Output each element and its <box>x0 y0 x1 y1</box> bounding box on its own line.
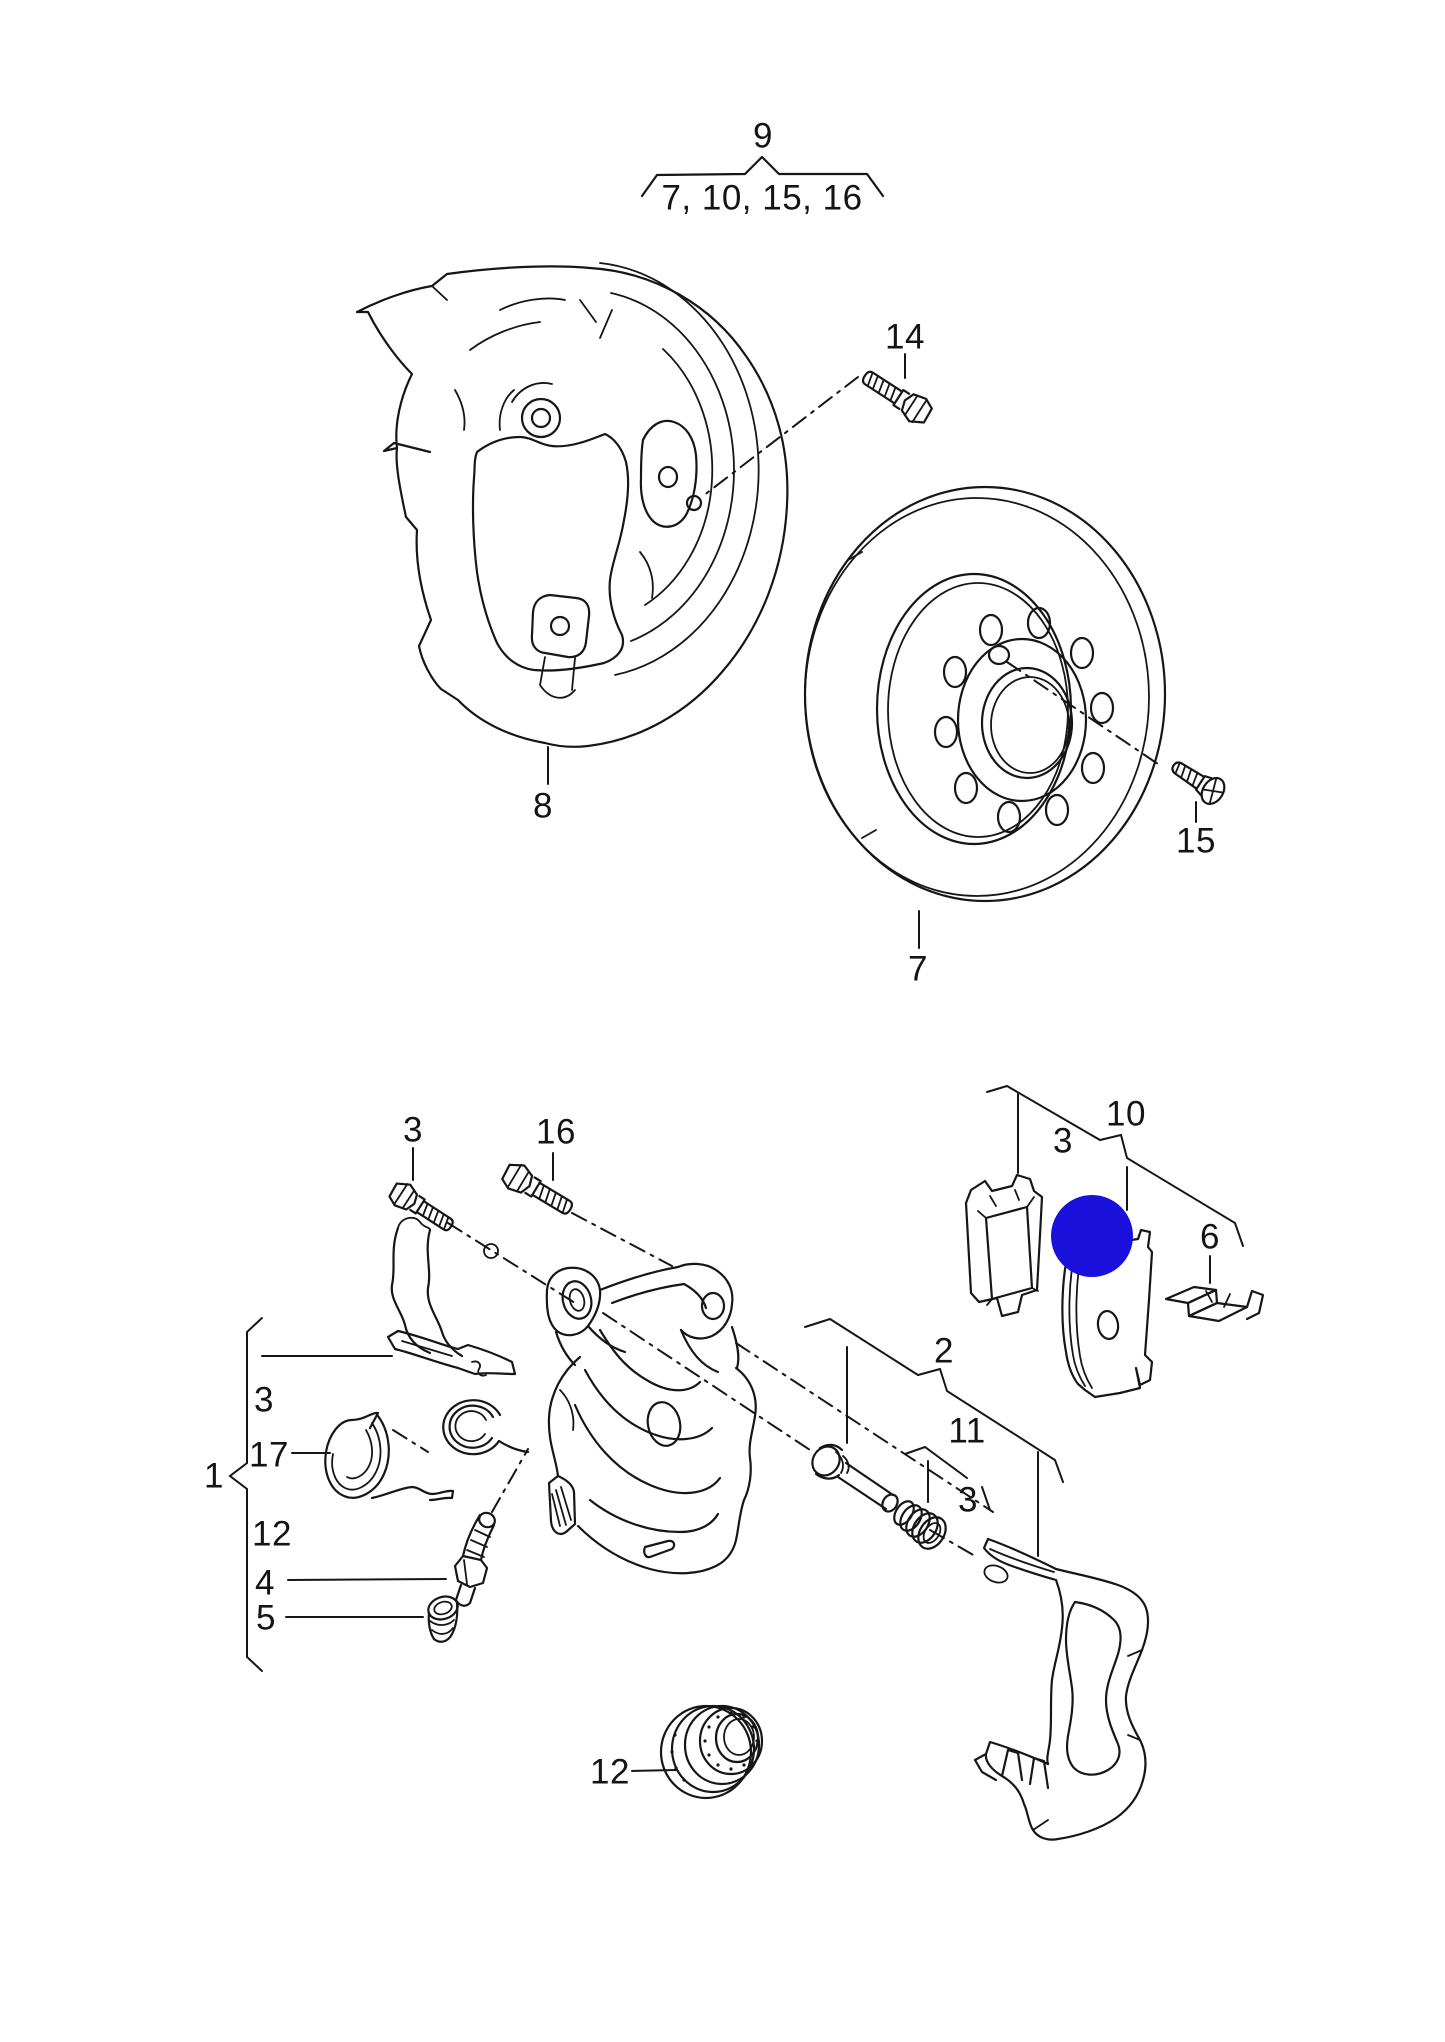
part-label-16[interactable]: 16 <box>536 1112 576 1152</box>
axis-spring-17 <box>393 1430 428 1452</box>
axis-screw-15 <box>1007 662 1158 764</box>
guide-pin-icon <box>807 1441 901 1514</box>
bracket-2-icon <box>805 1319 1063 1482</box>
part-label-3-boot[interactable]: 3 <box>958 1480 978 1520</box>
part-label-12-grommet[interactable]: 12 <box>590 1752 630 1792</box>
retaining-clip-icon <box>1166 1287 1263 1321</box>
part-label-3-lever[interactable]: 3 <box>254 1380 274 1420</box>
highlight-marker[interactable] <box>1051 1195 1133 1277</box>
brake-disc-drawing <box>805 487 1165 901</box>
part-label-12-seal[interactable]: 12 <box>252 1514 292 1554</box>
bracket-1-icon <box>230 1318 262 1671</box>
part-label-7[interactable]: 7 <box>908 949 928 989</box>
axis-guide-pin <box>448 1223 975 1556</box>
axis-bolt-16 <box>572 1213 993 1512</box>
part-label-10[interactable]: 10 <box>1106 1094 1146 1134</box>
leader-12-grommet <box>632 1770 676 1771</box>
part-label-14[interactable]: 14 <box>885 317 925 357</box>
part-label-6[interactable]: 6 <box>1200 1217 1220 1257</box>
part-label-15[interactable]: 15 <box>1176 821 1216 861</box>
axis-bleeder <box>492 1449 528 1512</box>
spring-17-icon <box>325 1413 453 1500</box>
part-label-3-bolt[interactable]: 3 <box>403 1110 423 1150</box>
part-label-17[interactable]: 17 <box>249 1435 289 1475</box>
brake-pad-inner-icon <box>966 1175 1042 1316</box>
part-label-3-pads[interactable]: 3 <box>1053 1121 1073 1161</box>
bleeder-screw-icon <box>455 1510 497 1605</box>
leader-4 <box>288 1579 446 1580</box>
part-label-1[interactable]: 1 <box>204 1456 224 1496</box>
bracket-11-icon <box>905 1447 990 1510</box>
caliper-drawing <box>388 1218 756 1574</box>
grommet-stipple <box>670 1711 759 1782</box>
group-bracket-icon <box>642 157 883 196</box>
part-label-8[interactable]: 8 <box>533 786 553 826</box>
part-label-5[interactable]: 5 <box>256 1598 276 1638</box>
part-label-group-list[interactable]: 7, 10, 15, 16 <box>661 178 863 218</box>
grommet-icon <box>661 1706 762 1798</box>
bleeder-cap-icon <box>425 1593 460 1642</box>
bracket-10-icon <box>987 1086 1243 1246</box>
part-label-11[interactable]: 11 <box>948 1411 986 1451</box>
caliper-carrier-drawing <box>975 1539 1148 1840</box>
part-label-9[interactable]: 9 <box>753 116 773 156</box>
plate-bolt-hole <box>687 496 701 510</box>
axis-bolt-14 <box>703 377 858 496</box>
splash-plate-drawing <box>357 263 787 747</box>
guide-pin-boot-icon <box>890 1498 951 1554</box>
part-label-2[interactable]: 2 <box>934 1331 954 1371</box>
part-label-4[interactable]: 4 <box>255 1563 275 1603</box>
